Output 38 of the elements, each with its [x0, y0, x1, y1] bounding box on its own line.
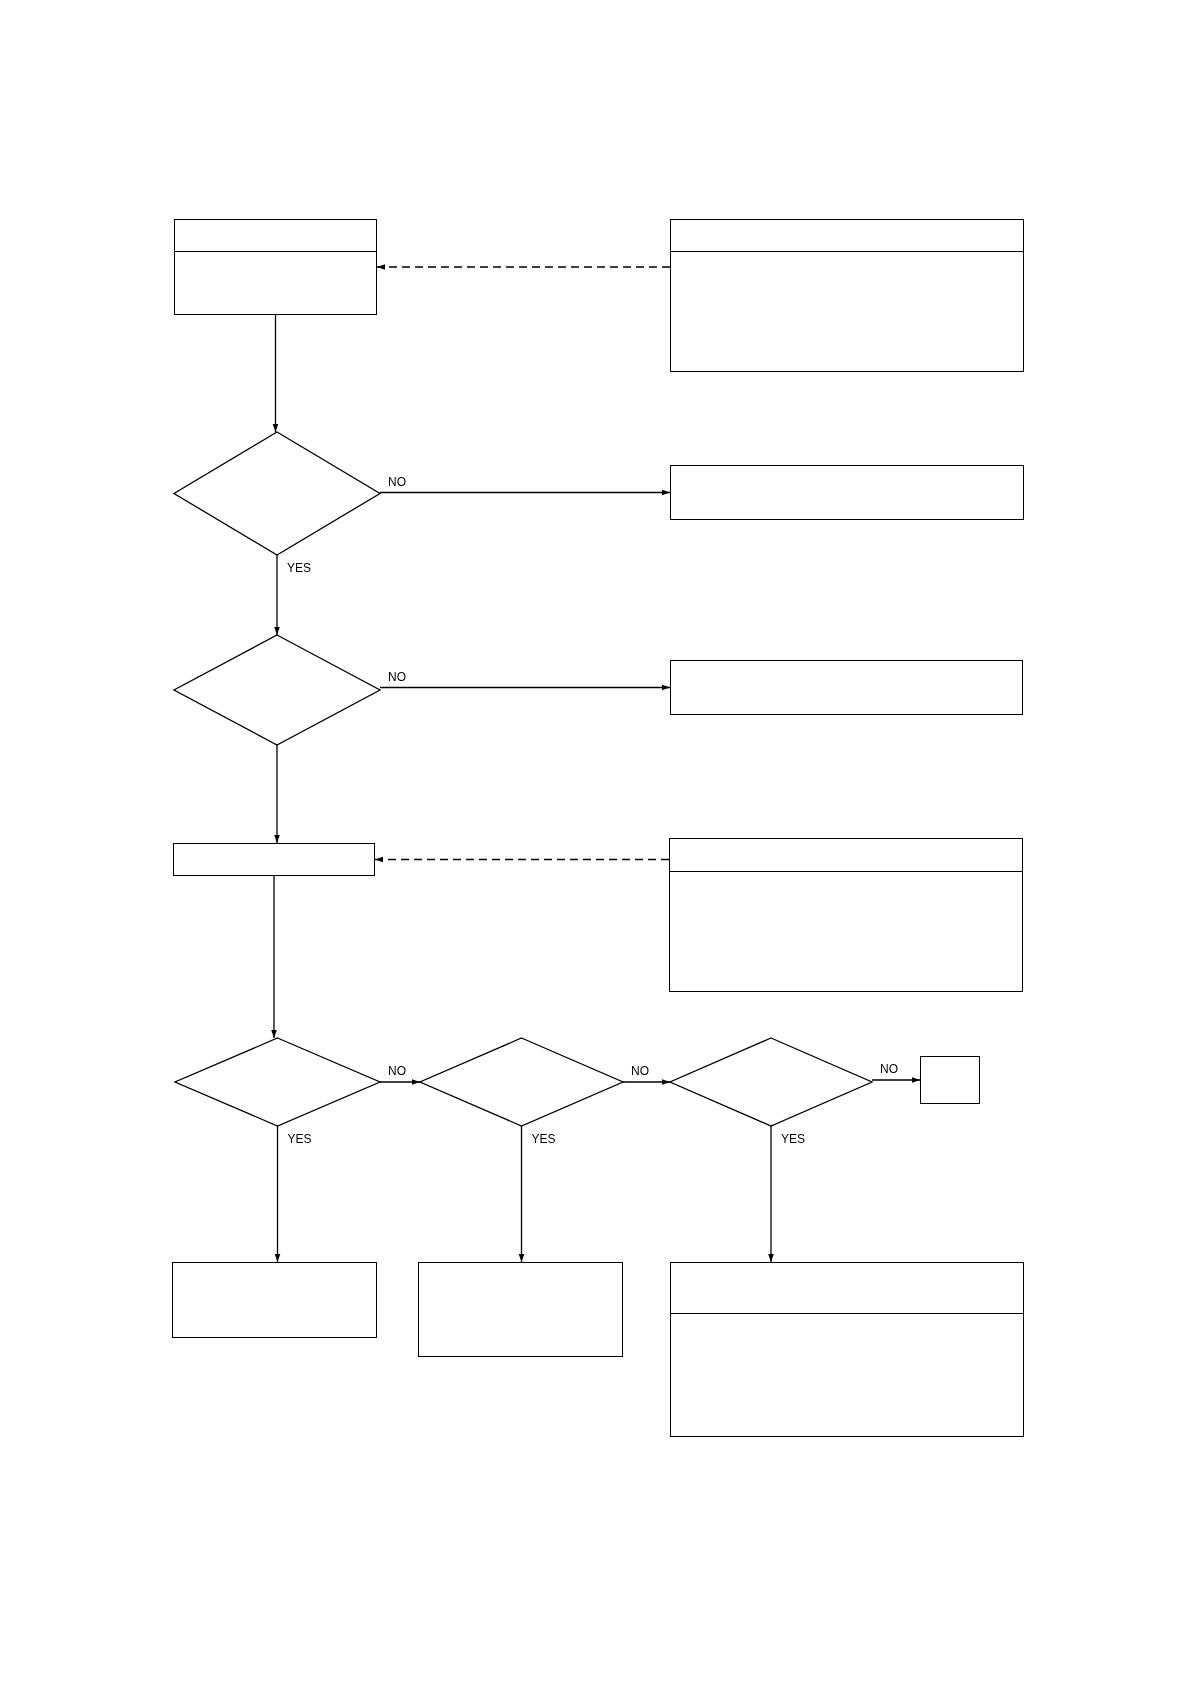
process-box [174, 219, 377, 315]
arrow [272, 314, 279, 433]
decision-diamond [175, 1038, 380, 1126]
edge-label: YES [529, 1132, 558, 1146]
process-box [669, 838, 1023, 992]
decision-diamond [174, 432, 380, 555]
edge-label: YES [779, 1132, 807, 1146]
process-box [670, 219, 1024, 372]
arrow [379, 684, 671, 691]
process-box [172, 1262, 377, 1338]
decision-diamond [420, 1038, 623, 1126]
process-box [670, 1262, 1024, 1437]
arrow [271, 875, 277, 1039]
process-box [670, 465, 1024, 520]
edge-label: NO [878, 1062, 900, 1076]
process-box [670, 660, 1023, 715]
edge-label: NO [386, 669, 408, 684]
decision-diamond [670, 1038, 872, 1126]
dashed-arrow [374, 856, 670, 863]
process-box [418, 1262, 623, 1357]
arrow [379, 489, 671, 496]
dashed-arrow [376, 264, 671, 270]
edge-label: YES [285, 561, 313, 575]
decision-diamond [174, 635, 380, 745]
arrow [274, 744, 280, 844]
arrow [274, 554, 280, 636]
edge-label: YES [285, 1132, 314, 1146]
arrow [518, 1125, 525, 1263]
process-box [920, 1056, 980, 1104]
edge-label: NO [629, 1064, 651, 1078]
arrow [871, 1077, 921, 1083]
arrow [768, 1125, 774, 1263]
process-box [173, 843, 375, 876]
edge-label: NO [386, 474, 408, 489]
arrow [379, 1079, 421, 1085]
edge-label: NO [386, 1064, 408, 1078]
arrow [274, 1125, 281, 1263]
arrow [622, 1079, 671, 1085]
